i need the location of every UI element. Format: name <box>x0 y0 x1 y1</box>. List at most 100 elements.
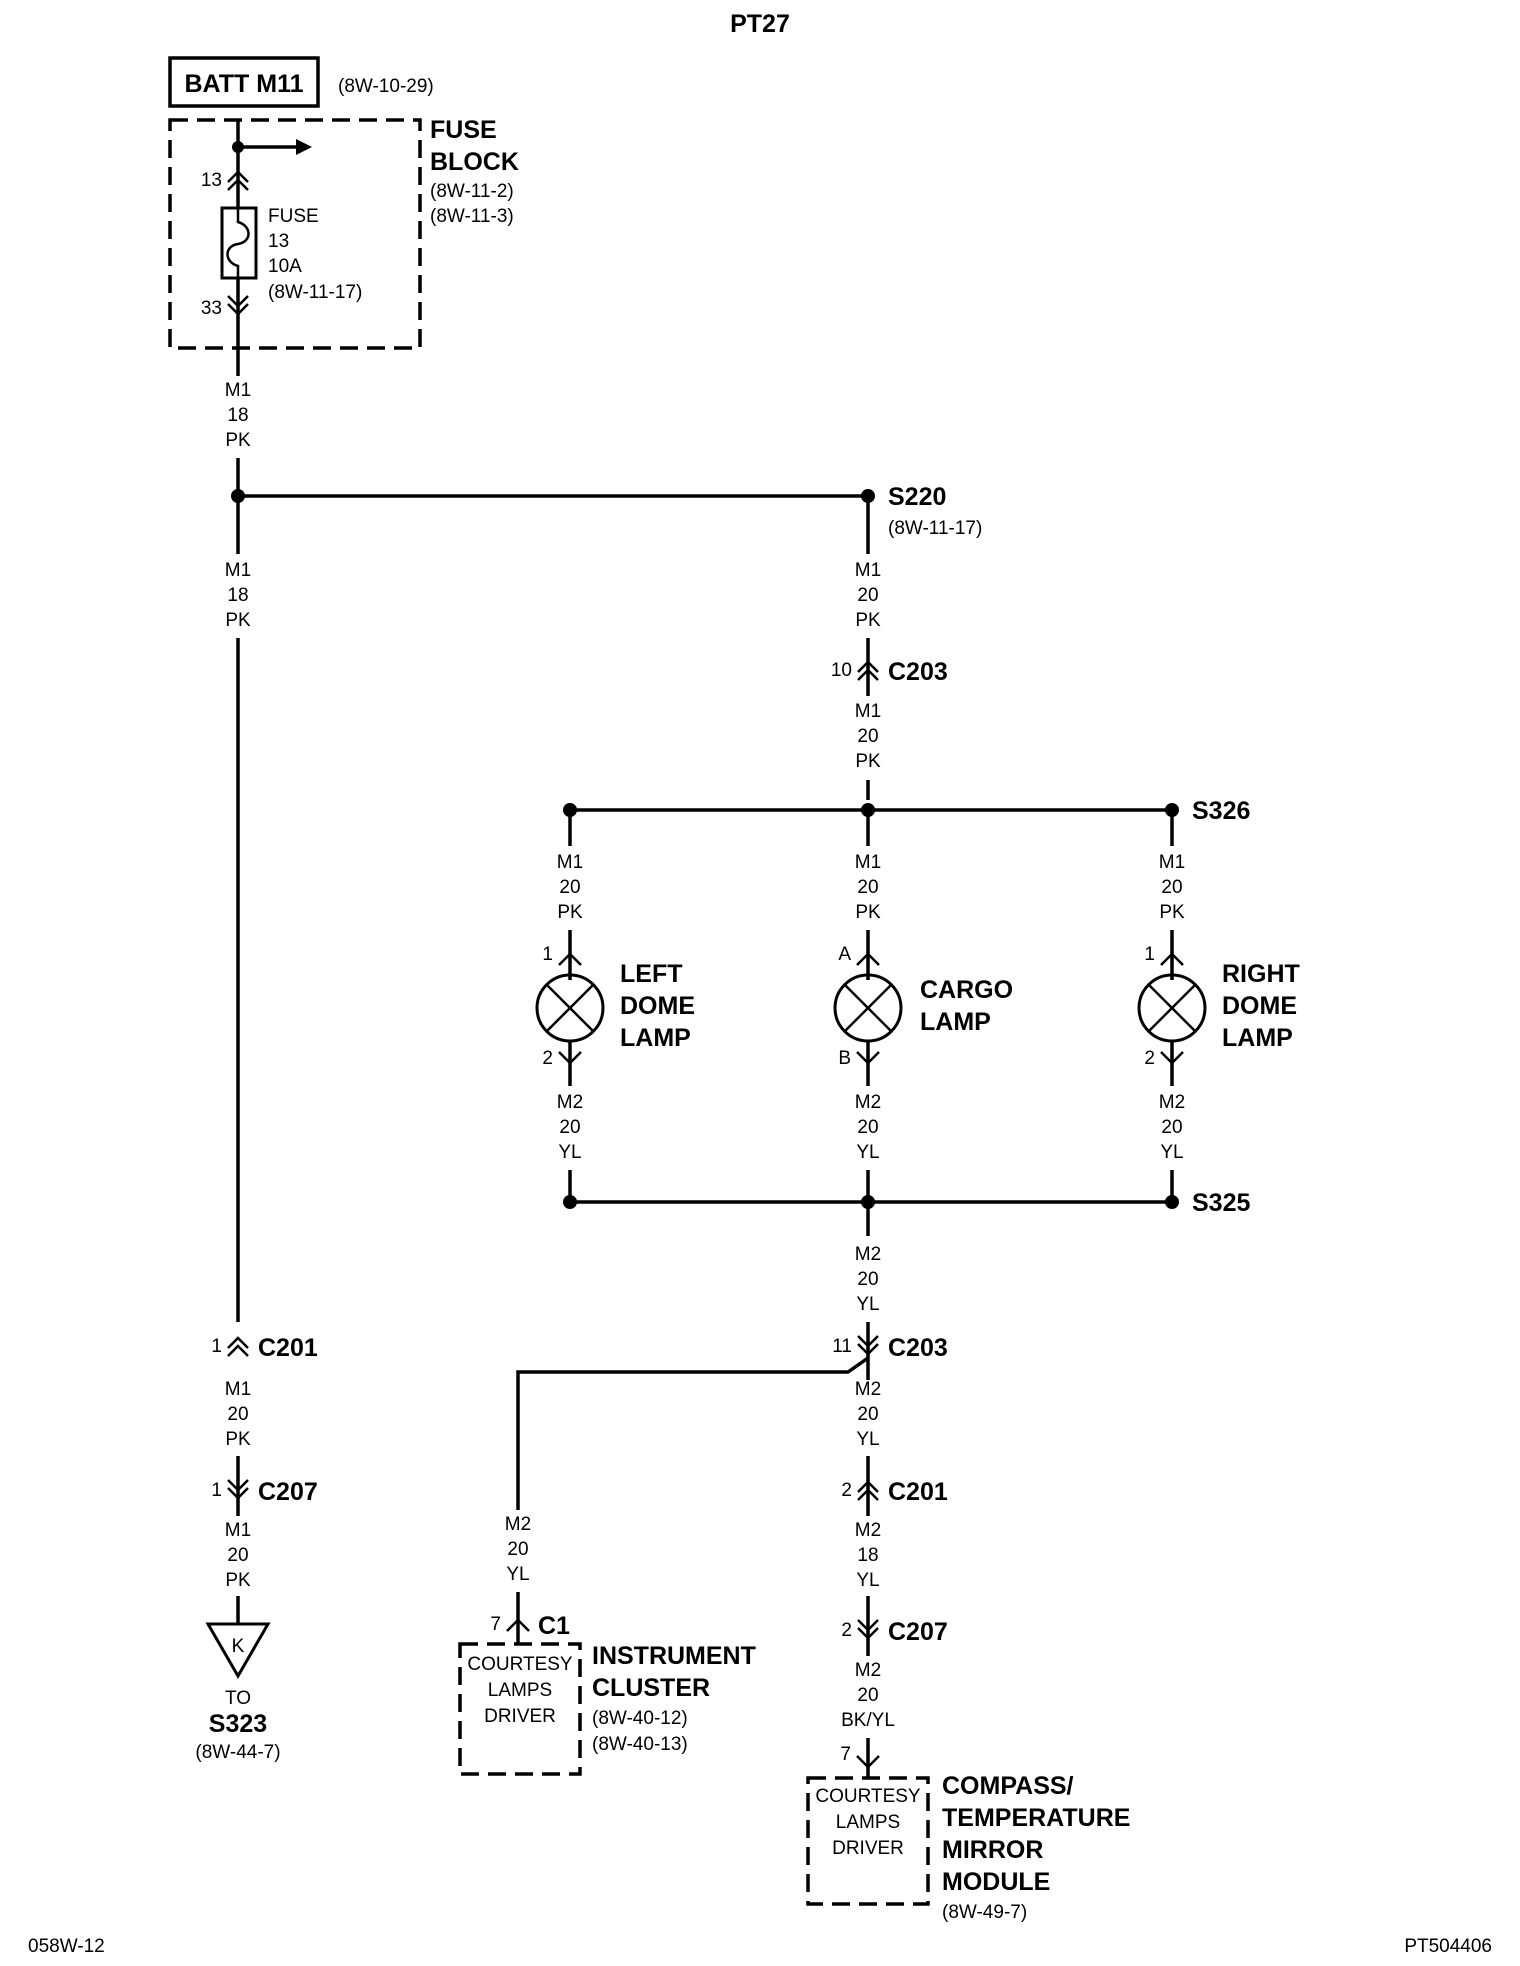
left-lamp-pin-top-icon <box>558 952 582 966</box>
cargo-lamp-pin-top-icon <box>856 952 880 966</box>
wire-label: PK <box>225 1429 251 1450</box>
wire-label: PK <box>225 430 251 451</box>
s325-label: S325 <box>1192 1189 1250 1217</box>
left-lamp-pin-top: 1 <box>542 944 553 965</box>
wire-label: 20 <box>1161 877 1182 898</box>
c201-left-name: C201 <box>258 1334 318 1362</box>
wire-label: 20 <box>857 877 878 898</box>
c207-right-pin: 2 <box>841 1620 852 1641</box>
fuse-pin-in: 13 <box>201 170 222 191</box>
c203-top-connector-icon <box>857 660 879 681</box>
c207-right-name: C207 <box>888 1618 948 1646</box>
wire-label: M1 <box>855 701 881 722</box>
c203-top-pin: 10 <box>831 660 852 681</box>
cargo-lamp-pin-bot-icon <box>856 1051 880 1065</box>
wire-label: PK <box>855 610 881 631</box>
fuse-block-ref-2: (8W-11-3) <box>430 206 514 227</box>
wire-label: 20 <box>559 877 580 898</box>
cluster-feed-wire <box>516 1356 870 1510</box>
wire-label: M1 <box>855 852 881 873</box>
wire-label: YL <box>856 1429 879 1450</box>
c207-left-pin: 1 <box>211 1480 222 1501</box>
mirror-pin: 7 <box>840 1744 851 1765</box>
fuse-branch-arrow-icon <box>296 139 312 155</box>
wire-label: 20 <box>227 1545 248 1566</box>
wire-label: 20 <box>559 1117 580 1138</box>
wire-label: 20 <box>1161 1117 1182 1138</box>
s325-right-dot <box>1165 1195 1179 1209</box>
footer-left: 058W-12 <box>28 1936 105 1957</box>
wire-label: YL <box>856 1142 879 1163</box>
mirror-driver-1: COURTESY <box>815 1786 921 1807</box>
wire-label: M1 <box>225 1520 251 1541</box>
c201-left-connector-icon <box>227 1336 249 1357</box>
cluster-driver-1: COURTESY <box>467 1654 573 1675</box>
fuse-num: 13 <box>268 231 289 252</box>
right-lamp-filament-icon <box>1148 984 1196 1032</box>
left-lamp-filament-icon <box>546 984 594 1032</box>
left-lamp-pin-bot: 2 <box>542 1048 553 1069</box>
c203-bottom-name: C203 <box>888 1334 948 1362</box>
mirror-title-2: TEMPERATURE <box>942 1804 1130 1832</box>
right-lamp-pin-bot: 2 <box>1144 1048 1155 1069</box>
fuse-ref: (8W-11-17) <box>268 282 362 303</box>
wire-label: PK <box>225 1570 251 1591</box>
c201-right-name: C201 <box>888 1478 948 1506</box>
wire-label: YL <box>506 1564 529 1585</box>
wire-label: 18 <box>227 405 248 426</box>
cargo-lamp-name-1: CARGO <box>920 976 1013 1004</box>
wire-label: M1 <box>855 560 881 581</box>
wire-label: M2 <box>855 1660 881 1681</box>
mirror-driver-2: LAMPS <box>836 1812 900 1833</box>
cargo-lamp-filament-icon <box>844 984 892 1032</box>
wire-label: 20 <box>857 1117 878 1138</box>
left-lamp-name-3: LAMP <box>620 1024 691 1052</box>
cluster-ref-2: (8W-40-13) <box>592 1734 688 1755</box>
wire-label: YL <box>558 1142 581 1163</box>
wire-label: 20 <box>857 585 878 606</box>
batt-source-ref: (8W-10-29) <box>338 76 434 97</box>
wire-label: 20 <box>227 1404 248 1425</box>
wire-label: M2 <box>557 1092 583 1113</box>
c201-left-pin: 1 <box>211 1336 222 1357</box>
mirror-title-4: MODULE <box>942 1868 1050 1896</box>
wire-label: 20 <box>857 1685 878 1706</box>
c203-top-name: C203 <box>888 658 948 686</box>
cargo-lamp-pin-top: A <box>838 944 851 965</box>
s220-label: S220 <box>888 483 946 511</box>
fuse-block-title-2: BLOCK <box>430 148 519 176</box>
cluster-driver-2: LAMPS <box>488 1680 552 1701</box>
wire-label: BK/YL <box>841 1710 895 1731</box>
wire-label: M1 <box>557 852 583 873</box>
wire-label: 20 <box>857 1404 878 1425</box>
s326-label: S326 <box>1192 797 1250 825</box>
right-lamp-pin-top: 1 <box>1144 944 1155 965</box>
mirror-pin-icon <box>856 1755 880 1769</box>
fuse-pin-13-connector-icon <box>227 170 249 191</box>
offpage-letter: K <box>232 1636 245 1657</box>
fuse-name: FUSE <box>268 206 319 227</box>
fuse-rating: 10A <box>268 256 302 277</box>
footer-right: PT504406 <box>1404 1936 1492 1957</box>
wire-label: YL <box>856 1294 879 1315</box>
c207-left-connector-icon <box>227 1479 249 1500</box>
wire-label: 20 <box>857 726 878 747</box>
fuse-pin-out: 33 <box>201 298 222 319</box>
right-lamp-pin-bot-icon <box>1160 1051 1184 1065</box>
wire-label: PK <box>855 751 881 772</box>
cluster-ref-1: (8W-40-12) <box>592 1708 688 1729</box>
cargo-lamp-pin-bot: B <box>838 1048 851 1069</box>
left-lamp-name-2: DOME <box>620 992 695 1020</box>
c203-bottom-connector-icon <box>857 1335 879 1356</box>
wire-label: PK <box>557 902 583 923</box>
cluster-driver-box <box>458 1642 582 1776</box>
cargo-lamp-name-2: LAMP <box>920 1008 991 1036</box>
c203-bottom-pin: 11 <box>832 1336 852 1357</box>
mirror-driver-box <box>806 1776 930 1906</box>
c207-left-name: C207 <box>258 1478 318 1506</box>
wire-label: YL <box>856 1570 879 1591</box>
right-lamp-name-1: RIGHT <box>1222 960 1300 988</box>
cluster-title-2: CLUSTER <box>592 1674 710 1702</box>
wire-label: M2 <box>855 1520 881 1541</box>
